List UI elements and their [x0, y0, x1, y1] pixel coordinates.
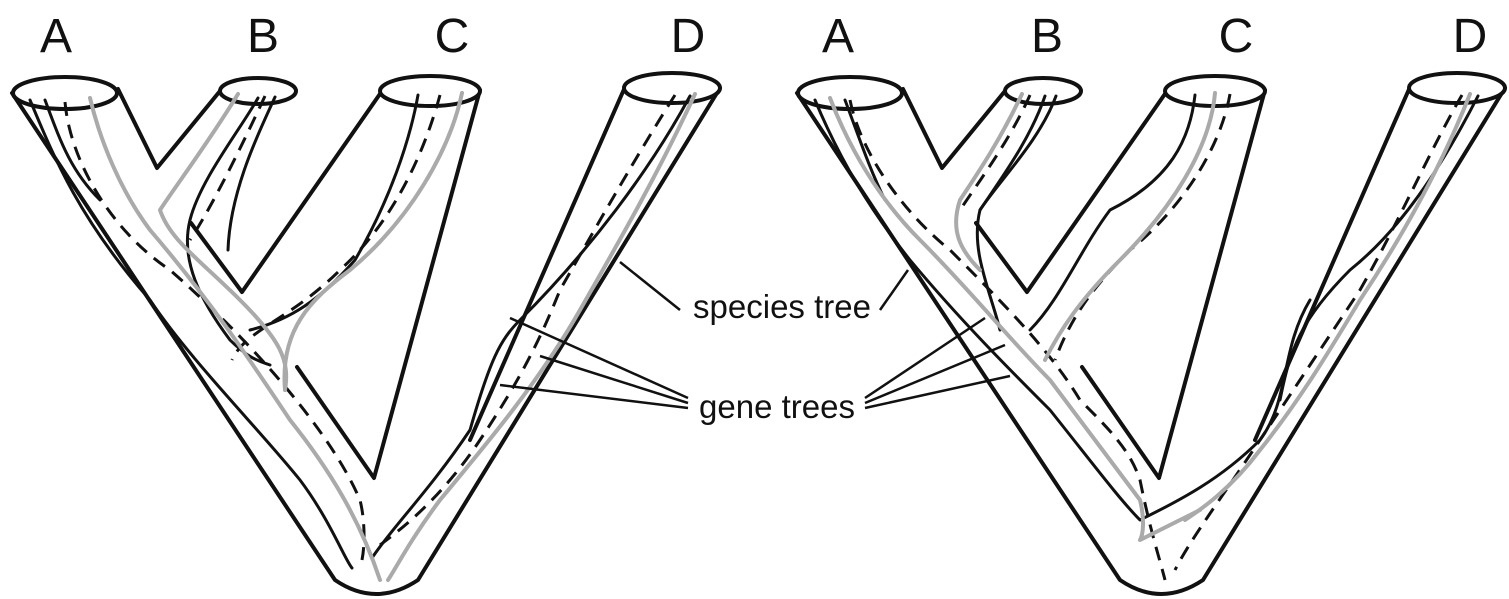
right-taxon-d: D	[1453, 10, 1488, 63]
left-taxon-d: D	[671, 10, 706, 63]
left-tip-rim-c	[380, 76, 480, 106]
left-taxon-a: A	[40, 10, 72, 63]
gene-trees-leader-left-3	[500, 385, 688, 408]
gene-trees-label: gene trees	[699, 388, 855, 425]
right-taxon-b: B	[1031, 10, 1063, 63]
left-gene-trees	[30, 93, 695, 580]
gene-trees-leader-left-2	[540, 356, 688, 403]
species-tree-leader-left	[620, 262, 680, 310]
species-tree-leader-right	[880, 270, 908, 310]
right-tip-rim-d	[1409, 73, 1505, 103]
left-tree: A B C D	[12, 10, 720, 594]
left-species-tree	[12, 73, 720, 594]
right-taxon-a: A	[822, 10, 854, 63]
gene-trees-leader-right-3	[865, 376, 1010, 408]
right-gene-trees	[815, 93, 1478, 580]
left-taxon-c: C	[435, 10, 470, 63]
right-taxon-c: C	[1219, 10, 1254, 63]
species-tree-label: species tree	[693, 288, 871, 325]
left-taxon-b: B	[247, 10, 279, 63]
right-tree: A B C D	[797, 10, 1505, 594]
